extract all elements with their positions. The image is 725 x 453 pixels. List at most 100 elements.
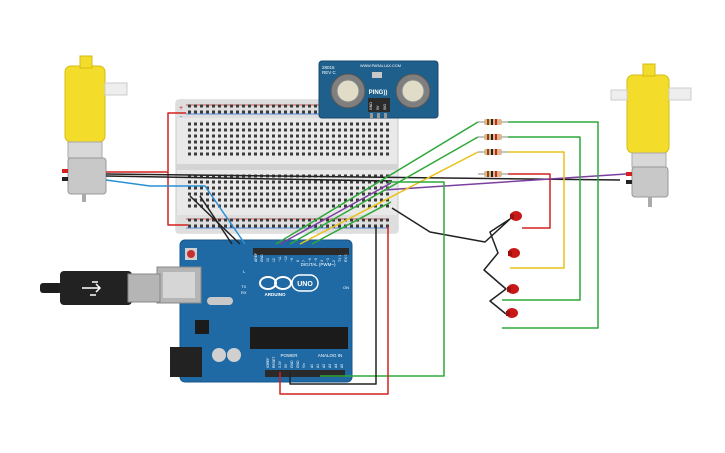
breadboard-hole bbox=[290, 146, 293, 150]
breadboard: + - bbox=[175, 99, 399, 234]
breadboard-hole bbox=[242, 224, 245, 228]
breadboard-hole bbox=[326, 224, 329, 228]
breadboard-hole bbox=[230, 186, 233, 190]
breadboard-hole bbox=[188, 146, 191, 150]
breadboard-hole bbox=[254, 180, 257, 184]
digital-pin-label: RX 0 bbox=[344, 254, 348, 262]
breadboard-hole bbox=[278, 218, 281, 222]
breadboard-hole bbox=[290, 134, 293, 138]
breadboard-hole bbox=[308, 128, 311, 132]
breadboard-hole bbox=[212, 192, 215, 196]
wire-red-breadboard bbox=[167, 112, 188, 226]
breadboard-hole bbox=[200, 224, 203, 228]
breadboard-hole bbox=[380, 152, 383, 156]
breadboard-hole bbox=[200, 218, 203, 222]
breadboard-hole bbox=[230, 104, 233, 108]
breadboard-hole bbox=[314, 134, 317, 138]
analog-label: ANALOG IN bbox=[318, 353, 343, 358]
led-1 bbox=[510, 211, 522, 221]
breadboard-hole bbox=[272, 146, 275, 150]
breadboard-hole bbox=[308, 146, 311, 150]
breadboard-hole bbox=[254, 146, 257, 150]
breadboard-hole bbox=[308, 140, 311, 144]
breadboard-hole bbox=[386, 122, 389, 126]
breadboard-hole bbox=[218, 218, 221, 222]
breadboard-hole bbox=[236, 186, 239, 190]
breadboard-hole bbox=[254, 110, 257, 114]
breadboard-hole bbox=[230, 128, 233, 132]
breadboard-hole bbox=[386, 180, 389, 184]
breadboard-hole bbox=[362, 152, 365, 156]
breadboard-hole bbox=[194, 122, 197, 126]
digital-pin-label: ~3 bbox=[326, 258, 330, 262]
breadboard-hole bbox=[338, 140, 341, 144]
breadboard-hole bbox=[296, 180, 299, 184]
breadboard-hole bbox=[248, 224, 251, 228]
breadboard-hole bbox=[212, 110, 215, 114]
breadboard-hole bbox=[332, 134, 335, 138]
breadboard-hole bbox=[272, 180, 275, 184]
breadboard-hole bbox=[386, 146, 389, 150]
breadboard-hole bbox=[320, 192, 323, 196]
breadboard-hole bbox=[200, 110, 203, 114]
breadboard-plus-label: + bbox=[179, 105, 183, 112]
power-label: POWER bbox=[280, 353, 298, 358]
breadboard-hole bbox=[320, 198, 323, 202]
breadboard-hole bbox=[368, 152, 371, 156]
wire-purple-motor-right bbox=[383, 173, 627, 191]
breadboard-hole bbox=[206, 180, 209, 184]
breadboard-hole bbox=[218, 192, 221, 196]
breadboard-hole bbox=[320, 180, 323, 184]
breadboard-hole bbox=[308, 104, 311, 108]
breadboard-hole bbox=[248, 186, 251, 190]
breadboard-hole bbox=[260, 122, 263, 126]
breadboard-hole bbox=[374, 140, 377, 144]
breadboard-hole bbox=[224, 180, 227, 184]
breadboard-hole bbox=[350, 198, 353, 202]
breadboard-hole bbox=[242, 186, 245, 190]
breadboard-hole bbox=[332, 146, 335, 150]
breadboard-hole bbox=[320, 152, 323, 156]
breadboard-hole bbox=[236, 204, 239, 208]
breadboard-hole bbox=[332, 152, 335, 156]
analog-pin-label: A3 bbox=[328, 364, 332, 368]
breadboard-hole bbox=[212, 186, 215, 190]
breadboard-hole bbox=[206, 218, 209, 222]
breadboard-hole bbox=[224, 192, 227, 196]
breadboard-hole bbox=[284, 180, 287, 184]
breadboard-hole bbox=[266, 140, 269, 144]
left-dc-motor bbox=[62, 55, 128, 202]
digital-pin-label: GND bbox=[260, 254, 264, 262]
breadboard-hole bbox=[338, 128, 341, 132]
breadboard-hole bbox=[374, 218, 377, 222]
breadboard-hole bbox=[248, 192, 251, 196]
breadboard-hole bbox=[242, 204, 245, 208]
breadboard-hole bbox=[326, 152, 329, 156]
breadboard-hole bbox=[278, 122, 281, 126]
breadboard-hole bbox=[260, 110, 263, 114]
breadboard-hole bbox=[380, 140, 383, 144]
breadboard-hole bbox=[290, 192, 293, 196]
breadboard-hole bbox=[302, 180, 305, 184]
breadboard-hole bbox=[278, 192, 281, 196]
breadboard-hole bbox=[236, 104, 239, 108]
tx-label: TX bbox=[241, 284, 246, 289]
analog-pin-label: A5 bbox=[340, 364, 344, 368]
breadboard-hole bbox=[278, 204, 281, 208]
breadboard-hole bbox=[302, 218, 305, 222]
breadboard-hole bbox=[356, 186, 359, 190]
breadboard-hole bbox=[266, 110, 269, 114]
arduino-logo-text: ARDUINO bbox=[265, 292, 286, 297]
breadboard-hole bbox=[326, 140, 329, 144]
breadboard-hole bbox=[338, 146, 341, 150]
breadboard-hole bbox=[260, 134, 263, 138]
ultrasonic-sensor: 28015 REV C WWW.PARALLAX.COM PING)) GND … bbox=[318, 60, 439, 119]
breadboard-hole bbox=[248, 134, 251, 138]
breadboard-hole bbox=[344, 186, 347, 190]
breadboard-hole bbox=[218, 186, 221, 190]
breadboard-hole bbox=[188, 122, 191, 126]
breadboard-hole bbox=[296, 122, 299, 126]
breadboard-hole bbox=[314, 122, 317, 126]
